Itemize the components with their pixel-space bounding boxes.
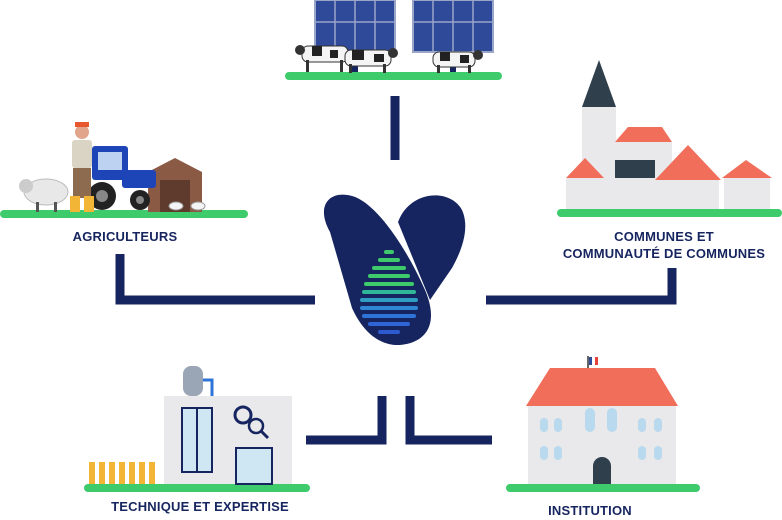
- house-icon: [566, 158, 604, 209]
- farm-illustration: [0, 122, 248, 218]
- tractor-icon: [88, 146, 156, 210]
- institution-roof: [526, 368, 678, 406]
- cow-icon: [432, 50, 483, 73]
- label-technique: TECHNIQUE ET EXPERTISE: [111, 499, 289, 514]
- house-icon: [722, 160, 772, 209]
- ground-strip: [285, 72, 502, 80]
- label-communes-line2: COMMUNAUTÉ DE COMMUNES: [562, 246, 766, 261]
- silo-icon: [183, 366, 214, 396]
- sheep-icon: [19, 178, 69, 212]
- solar-panel-icon: [412, 0, 494, 72]
- wheat-icon: [89, 462, 155, 484]
- label-institution: INSTITUTION: [548, 503, 632, 518]
- connector-communes: [486, 268, 677, 305]
- solar-panel-icon: [314, 0, 396, 72]
- chicken-icon: [168, 201, 206, 211]
- connector-agri: [115, 254, 315, 305]
- village-illustration: [557, 60, 782, 217]
- building-window-icon: [540, 408, 662, 460]
- connector-lines: [115, 96, 677, 445]
- ground-strip: [557, 209, 782, 217]
- farmer-icon: [70, 122, 94, 212]
- cow-icon: [295, 45, 349, 72]
- door-icon: [593, 457, 611, 484]
- connector-technique: [306, 396, 387, 445]
- ground-strip: [506, 484, 700, 492]
- ground-strip: [84, 484, 310, 492]
- gear-magnifier-icon: [233, 405, 270, 440]
- label-communes-line1: COMMUNES ET: [614, 229, 714, 244]
- solar-farm-illustration: [285, 0, 502, 80]
- central-logo: [323, 194, 466, 346]
- logo-right-lobe: [398, 195, 466, 300]
- logo-drop-stripes: [360, 250, 418, 334]
- building-window-icon: [181, 407, 273, 485]
- house-icon: [655, 145, 721, 209]
- connector-institution: [405, 396, 492, 445]
- lab-building-illustration: [84, 366, 310, 492]
- label-communes: COMMUNES ET COMMUNAUTÉ DE COMMUNES: [548, 228, 780, 262]
- label-agriculteurs: AGRICULTEURS: [72, 229, 178, 244]
- cow-icon: [344, 48, 398, 73]
- institution-illustration: [506, 356, 700, 492]
